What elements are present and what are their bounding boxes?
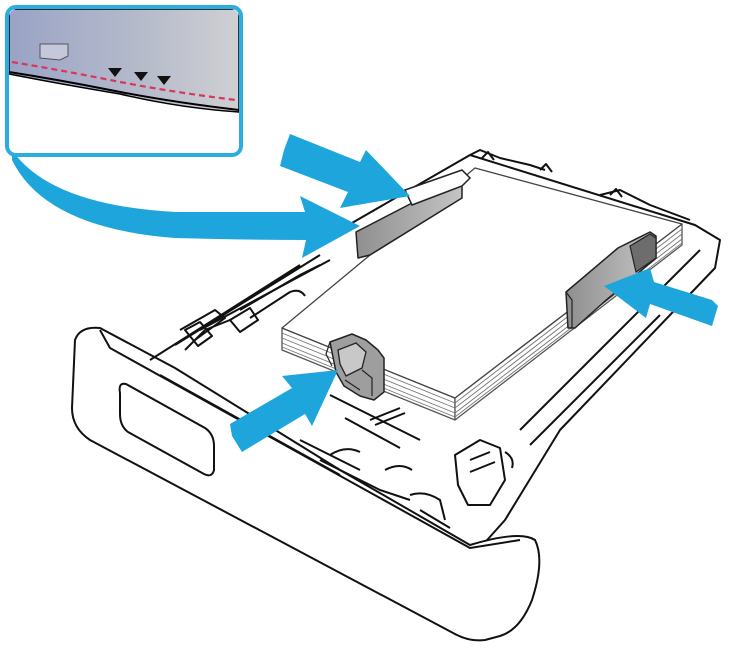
max-stack-height-inset xyxy=(5,5,243,157)
paper-sheet-edges xyxy=(281,228,683,418)
triangle-down-icon xyxy=(134,72,148,81)
triangle-down-icon xyxy=(157,76,171,85)
direction-arrows xyxy=(12,134,718,452)
tray-handle-recess xyxy=(118,382,215,477)
tray-left-clip xyxy=(184,307,259,347)
tray-back-edge xyxy=(469,149,691,221)
inset-guide-notch xyxy=(39,43,69,61)
tray-left-rail xyxy=(179,264,321,341)
tray-right-clip xyxy=(454,439,506,506)
right-guide-face xyxy=(629,233,657,274)
tray-floor-left xyxy=(149,254,331,361)
left-width-guide[interactable] xyxy=(355,169,472,259)
arrow-left-icon xyxy=(604,268,718,326)
inset-ridge xyxy=(9,71,239,111)
curved-arrow-icon xyxy=(12,150,360,258)
left-guide-tab xyxy=(403,169,472,206)
tray-floor-slots xyxy=(329,407,413,471)
triangle-down-icon xyxy=(108,68,122,77)
front-length-guide[interactable] xyxy=(325,333,385,401)
tray-back-teeth xyxy=(481,151,623,198)
front-guide-handle xyxy=(337,342,367,377)
tray-front-panel xyxy=(71,326,541,642)
tray-floor-right xyxy=(299,394,421,501)
arrow-right-icon xyxy=(230,370,338,452)
inset-tray-wall xyxy=(9,9,239,113)
max-fill-line xyxy=(11,60,237,102)
tray-right-rail xyxy=(519,249,701,446)
right-guide-edge xyxy=(565,291,573,328)
right-width-guide[interactable] xyxy=(565,231,657,329)
tray-right-clip-detail xyxy=(469,451,514,473)
arrow-right-icon xyxy=(280,134,410,208)
front-guide-detail xyxy=(325,341,373,396)
